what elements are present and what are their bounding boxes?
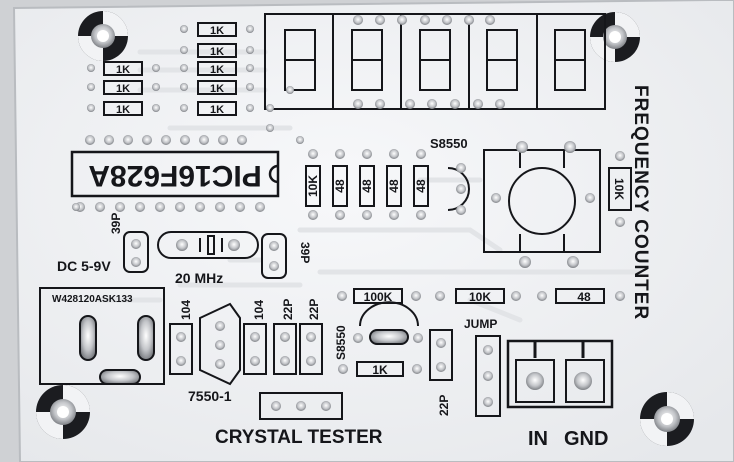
cap-22p-3 bbox=[429, 329, 453, 381]
dc-jack-pads bbox=[79, 315, 155, 385]
cap-22p-label: 22P bbox=[307, 299, 321, 320]
terminal-cell-in bbox=[515, 359, 555, 403]
resistors-1k-top bbox=[103, 22, 237, 116]
horizontal-row-pads bbox=[337, 291, 625, 301]
jumper-header bbox=[475, 335, 501, 417]
transistor-pads-2 bbox=[353, 329, 423, 345]
cap-39p-label: 39P bbox=[109, 213, 123, 234]
display-pads bbox=[266, 15, 505, 112]
r48-label: 48 bbox=[360, 179, 374, 193]
r48-label: 48 bbox=[414, 179, 428, 193]
cap-22p-1 bbox=[273, 323, 297, 375]
resistor-1k-bottom bbox=[356, 361, 404, 377]
regulator-label: 7550-1 bbox=[188, 388, 232, 404]
r1k-label: 1K bbox=[372, 363, 388, 377]
mcu-notch bbox=[268, 164, 279, 184]
mount-hole-top-left bbox=[78, 11, 128, 61]
r100k-label: 100K bbox=[364, 290, 393, 304]
power-label: DC 5-9V bbox=[57, 258, 111, 274]
r1k-label: 1K bbox=[210, 46, 224, 58]
cap-39p-left-pads bbox=[131, 239, 141, 267]
cap-39p-right-pads bbox=[269, 241, 279, 271]
cap-22p-3-pads bbox=[436, 338, 446, 372]
resistor-pads-top bbox=[87, 25, 254, 112]
transistor-pads bbox=[456, 163, 466, 215]
cap-39p-left bbox=[123, 231, 149, 273]
r48-label: 48 bbox=[333, 179, 347, 193]
mount-hole-bottom-right bbox=[640, 392, 694, 446]
r1k-label: 1K bbox=[210, 64, 224, 76]
cap-39p-right bbox=[261, 233, 287, 279]
mcu-label: PIC16F628A bbox=[88, 159, 261, 192]
terminal-gnd-label: GND bbox=[564, 428, 608, 450]
resistor-10k-right bbox=[608, 167, 632, 211]
r1k-label: 1K bbox=[210, 25, 224, 37]
cap-104-right bbox=[243, 323, 267, 375]
cap-22p-label: 22P bbox=[437, 395, 451, 416]
r48-label: 48 bbox=[577, 290, 591, 304]
cap-22p-2 bbox=[299, 323, 323, 375]
terminal-block bbox=[506, 339, 614, 409]
dc-jack-code: W428120ASK133 bbox=[52, 294, 133, 305]
regulator-outline bbox=[199, 302, 241, 386]
jump-label: JUMP bbox=[464, 317, 497, 331]
r10k-label: 10K bbox=[306, 175, 320, 197]
r1k-label: 1K bbox=[116, 64, 130, 76]
resistors-vertical bbox=[305, 165, 429, 207]
dc-jack-footprint bbox=[39, 287, 165, 385]
terminal-arrows bbox=[533, 342, 585, 358]
footer-label: CRYSTAL TESTER bbox=[215, 427, 383, 448]
r1k-label: 1K bbox=[116, 104, 130, 116]
cap-22p-pads bbox=[280, 332, 316, 366]
r48-label: 48 bbox=[387, 179, 401, 193]
r10k-label: 10K bbox=[612, 178, 626, 200]
jumper-pads bbox=[483, 345, 493, 407]
terminal-pads bbox=[526, 372, 592, 390]
cap-104-left bbox=[169, 323, 193, 375]
transistor-label: S8550 bbox=[334, 325, 348, 360]
terminal-cell-gnd bbox=[565, 359, 605, 403]
r1k-bottom-pads bbox=[338, 364, 422, 374]
vertical-resistor-pads bbox=[308, 149, 426, 220]
misc-pads bbox=[72, 124, 304, 211]
copper-traces bbox=[97, 49, 643, 323]
r1k-label: 1K bbox=[210, 104, 224, 116]
board-title: FREQUENCY COUNTER bbox=[630, 85, 651, 320]
right-resistor-pads bbox=[615, 151, 625, 227]
cap-39p-label: 39P bbox=[298, 242, 312, 263]
tester-socket bbox=[259, 392, 343, 420]
r1k-label: 1K bbox=[210, 83, 224, 95]
cap-22p-label: 22P bbox=[281, 299, 295, 320]
ic-pads-top bbox=[85, 135, 247, 145]
r1k-label: 1K bbox=[116, 83, 130, 95]
terminal-in-label: IN bbox=[528, 428, 548, 450]
push-button-footprint bbox=[483, 149, 601, 253]
push-button-pads bbox=[491, 141, 595, 268]
transistor-outline bbox=[447, 167, 470, 211]
cap-104-label: 104 bbox=[179, 300, 193, 320]
ic-pads-bottom bbox=[75, 202, 265, 212]
transistor-outline-2 bbox=[359, 301, 419, 327]
r10k-label: 10K bbox=[469, 290, 491, 304]
seven-segment-displays bbox=[264, 13, 606, 110]
cap-104-label: 104 bbox=[252, 300, 266, 320]
tester-socket-pads bbox=[271, 401, 331, 411]
crystal-label: 20 MHz bbox=[175, 270, 223, 286]
mount-hole-bottom-left bbox=[36, 385, 90, 439]
regulator-pads bbox=[215, 321, 225, 369]
crystal-footprint bbox=[157, 231, 259, 259]
mount-hole-top-right bbox=[590, 12, 640, 62]
cap-104-pads bbox=[176, 332, 260, 366]
mcu-footprint bbox=[70, 150, 280, 198]
transistor-label: S8550 bbox=[430, 136, 468, 151]
